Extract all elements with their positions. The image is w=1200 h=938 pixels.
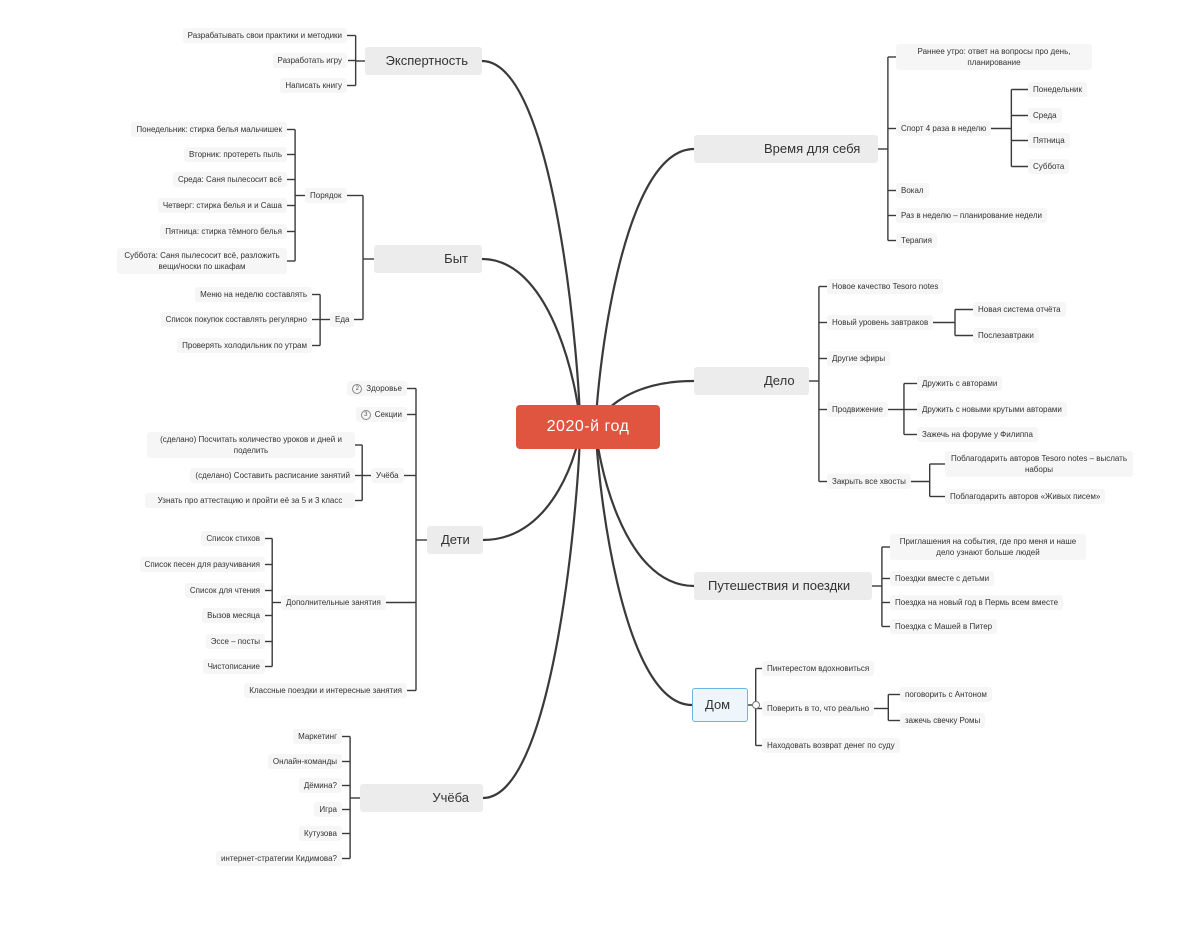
topic-tails[interactable]: Закрыть все хвосты (827, 474, 911, 489)
leaf-food-shopping[interactable]: Список покупок составлять регулярно (160, 312, 312, 327)
leaf-self-therapy[interactable]: Терапия (896, 233, 937, 248)
leaf-order-tue[interactable]: Вторник: протереть пыль (183, 147, 287, 162)
topic-order[interactable]: Порядок (305, 188, 347, 203)
leaf-promo-new-authors[interactable]: Дружить с новыми крутыми авторами (917, 402, 1067, 417)
branch-me-time[interactable]: Время для себя (694, 135, 878, 163)
leaf-extra-challenge[interactable]: Вызов месяца (202, 608, 265, 623)
leaf-order-wed[interactable]: Среда: Саня пылесосит всё (172, 172, 287, 187)
branch-kids[interactable]: Дети (427, 526, 483, 554)
leaf-expert-game[interactable]: Разработать игру (272, 53, 347, 68)
topic-believe[interactable]: Поверить в то, что реально (762, 701, 875, 716)
connector-line (594, 147, 695, 428)
leaf-self-vocal[interactable]: Вокал (896, 183, 929, 198)
leaf-promo-forum[interactable]: Зажечь на форуме у Филиппа (917, 427, 1038, 442)
leaf-order-sat[interactable]: Суббота: Саня пылесосит всё, разложить в… (117, 248, 287, 274)
leaf-kids-study-schedule[interactable]: (сделано) Составить расписание занятий (190, 468, 355, 483)
leaf-sport-fri[interactable]: Пятница (1028, 133, 1070, 148)
leaf-extra-songs[interactable]: Список песен для разучивания (139, 557, 265, 572)
branch-home[interactable]: Дом (692, 688, 748, 722)
leaf-self-weekly[interactable]: Раз в неделю – планирование недели (896, 208, 1047, 223)
topic-promo[interactable]: Продвижение (827, 402, 888, 417)
leaf-home-pinterest[interactable]: Пинтерестом вдохновиться (762, 661, 875, 676)
leaf-promo-authors[interactable]: Дружить с авторами (917, 376, 1003, 391)
leaf-tails-tesoro[interactable]: Поблагодарить авторов Tesoro notes – выс… (945, 451, 1133, 477)
branch-travel[interactable]: Путешествия и поездки (694, 572, 872, 600)
leaf-breakfast-post[interactable]: Послезавтраки (973, 328, 1039, 343)
connector-line (481, 257, 582, 428)
leaf-study-marketing[interactable]: Маркетинг (293, 729, 342, 744)
leaf-self-morning[interactable]: Раннее утро: ответ на вопросы про день, … (896, 44, 1092, 70)
leaf-study-demina[interactable]: Дёмина? (298, 778, 342, 793)
leaf-tails-letters[interactable]: Поблагодарить авторов «Живых писем» (945, 489, 1106, 504)
connector-line (482, 426, 582, 800)
leaf-study-kutuzova[interactable]: Кутузова (298, 826, 342, 841)
topic-health-label: Здоровье (366, 384, 402, 393)
leaf-kids-study-attest[interactable]: Узнать про аттестацию и пройти её за 5 и… (145, 493, 355, 508)
collapse-toggle-icon[interactable] (752, 701, 760, 709)
leaf-order-fri[interactable]: Пятница: стирка тёмного белья (160, 224, 287, 239)
topic-breakfasts[interactable]: Новый уровень завтраков (827, 315, 934, 330)
leaf-travel-kids[interactable]: Поездки вместе с детьми (890, 571, 995, 586)
topic-kids-trips[interactable]: Классные поездки и интересные занятия (244, 683, 407, 698)
leaf-breakfast-report[interactable]: Новая система отчёта (973, 302, 1066, 317)
connector-line (481, 59, 582, 428)
leaf-extra-reading[interactable]: Список для чтения (184, 583, 265, 598)
leaf-believe-candle[interactable]: зажечь свечку Ромы (900, 713, 986, 728)
leaf-sport-wed[interactable]: Среда (1028, 108, 1062, 123)
leaf-travel-perm[interactable]: Поездка на новый год в Пермь всем вместе (890, 595, 1064, 610)
leaf-extra-handwriting[interactable]: Чистописание (202, 659, 265, 674)
collapsed-count-badge[interactable]: 2 (352, 383, 363, 394)
leaf-kids-study-count[interactable]: (сделано) Посчитать количество уроков и … (147, 432, 355, 458)
leaf-extra-essay[interactable]: Эссе – посты (205, 634, 265, 649)
leaf-work-ether[interactable]: Другие эфиры (827, 351, 891, 366)
leaf-sport-mon[interactable]: Понедельник (1028, 82, 1087, 97)
leaf-food-fridge[interactable]: Проверять холодильник по утрам (177, 338, 312, 353)
leaf-travel-piter[interactable]: Поездка с Машей в Питер (890, 619, 998, 634)
leaf-food-menu[interactable]: Меню на неделю составлять (195, 287, 312, 302)
leaf-believe-anton[interactable]: поговорить с Антоном (900, 687, 992, 702)
leaf-study-kidimov[interactable]: интернет-стратегии Кидимова? (215, 851, 342, 866)
branch-business[interactable]: Дело (694, 367, 809, 395)
root-topic[interactable]: 2020-й год (516, 405, 660, 449)
leaf-work-quality[interactable]: Новое качество Tesoro notes (827, 279, 944, 294)
leaf-expert-book[interactable]: Написать книгу (280, 78, 347, 93)
leaf-expert-methods[interactable]: Разрабатывать свои практики и методики (182, 28, 347, 43)
topic-sport[interactable]: Спорт 4 раза в неделю (896, 121, 992, 136)
connector-line (594, 426, 695, 588)
leaf-study-game[interactable]: Игра (314, 802, 342, 817)
topic-kids-study[interactable]: Учёба (371, 468, 404, 483)
connector-line (594, 426, 693, 707)
topic-kids-extra[interactable]: Дополнительные занятия (281, 595, 386, 610)
leaf-order-thu[interactable]: Четверг: стирка белья и и Саша (157, 198, 287, 213)
leaf-travel-events[interactable]: Приглашения на события, где про меня и н… (890, 534, 1086, 560)
topic-sections-label: Секции (374, 410, 402, 419)
branch-household[interactable]: Быт (374, 245, 482, 273)
collapsed-count-badge[interactable]: 3 (360, 409, 371, 420)
leaf-order-mon[interactable]: Понедельник: стирка белья мальчишек (131, 122, 287, 137)
leaf-sport-sat[interactable]: Суббота (1028, 159, 1070, 174)
topic-food[interactable]: Еда (330, 312, 355, 327)
leaf-extra-poems[interactable]: Список стихов (201, 531, 265, 546)
leaf-home-court[interactable]: Находовать возврат денег по суду (762, 738, 900, 753)
branch-study[interactable]: Учёба (360, 784, 483, 812)
leaf-study-online[interactable]: Онлайн-команды (267, 754, 342, 769)
branch-expertise[interactable]: Экспертность (365, 47, 482, 75)
